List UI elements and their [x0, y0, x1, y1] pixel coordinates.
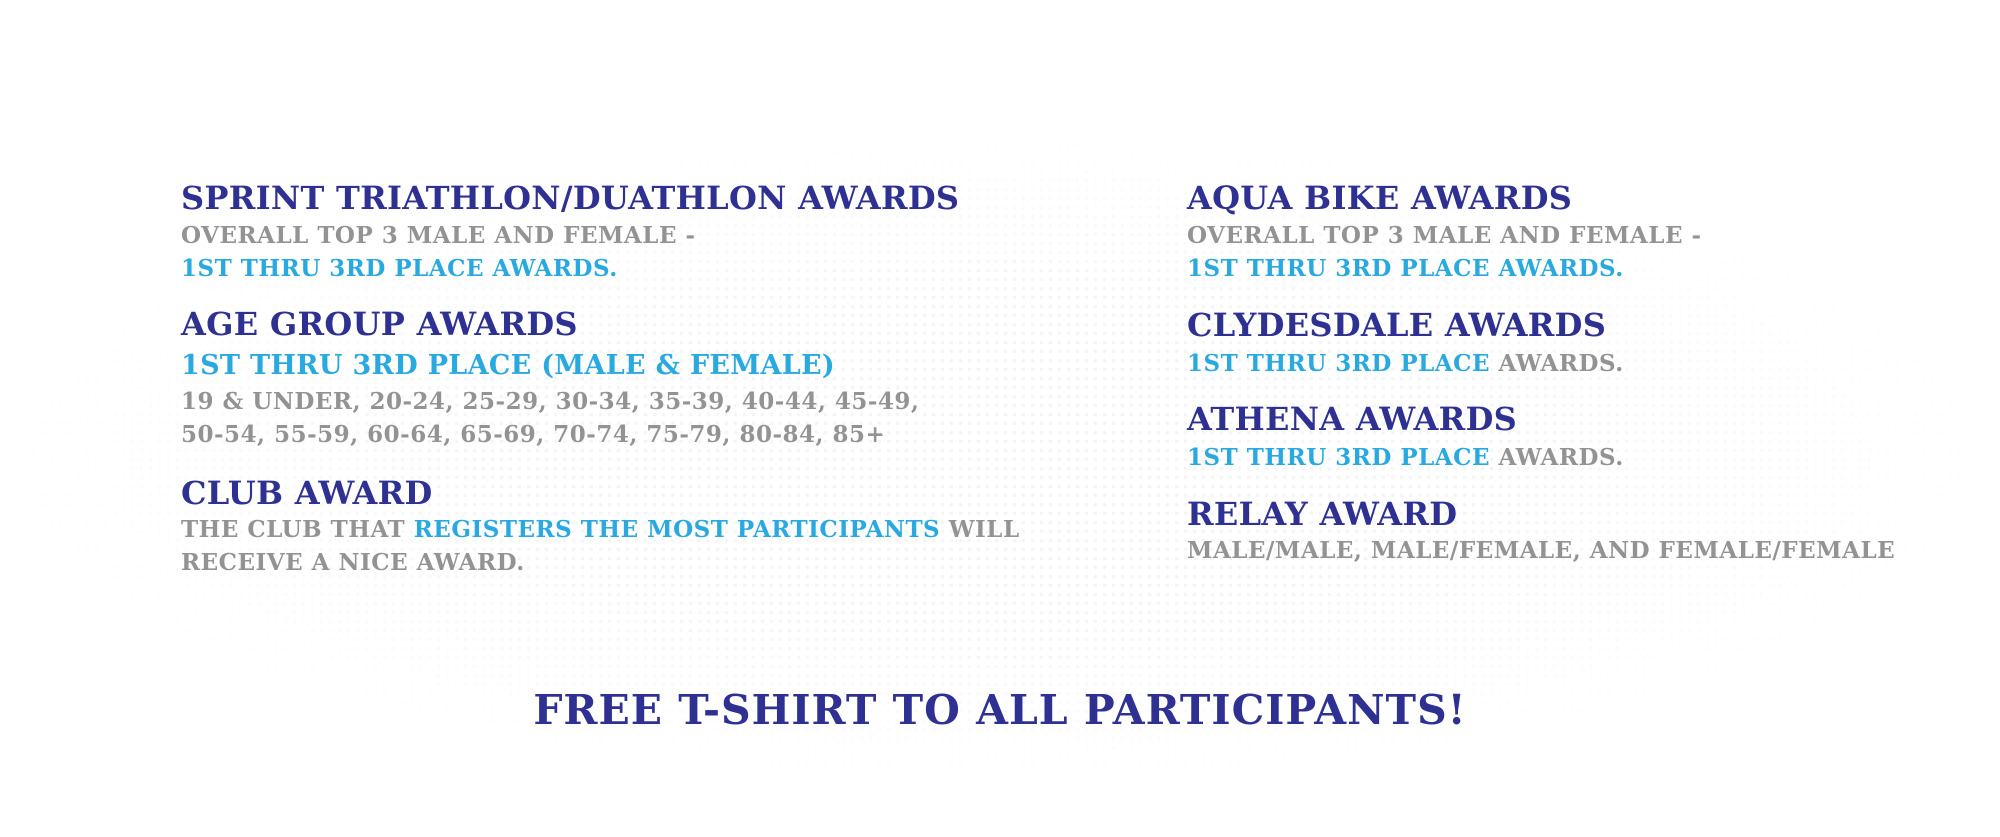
athena-awards-suffix: AWARDS.: [1498, 444, 1624, 471]
aqua-bike-overall-line: OVERALL TOP 3 MALE AND FEMALE -: [1187, 222, 1702, 249]
athena-awards-section: ATHENA AWARDS 1ST THRU 3RD PLACE AWARDS.: [1187, 399, 1624, 474]
relay-award-heading: RELAY AWARD: [1187, 495, 1458, 533]
club-award-text-highlight: REGISTERS THE MOST PARTICIPANTS: [413, 516, 941, 543]
sprint-awards-section: SPRINT TRIATHLON/DUATHLON AWARDS OVERALL…: [181, 178, 959, 285]
relay-award-section: RELAY AWARD MALE/MALE, MALE/FEMALE, AND …: [1187, 494, 1895, 567]
clydesdale-awards-suffix: AWARDS.: [1498, 350, 1624, 377]
clydesdale-awards-text: 1ST THRU 3RD PLACE AWARDS.: [1187, 347, 1624, 380]
age-group-awards-subheading: 1ST THRU 3RD PLACE (MALE & FEMALE): [181, 350, 835, 381]
age-group-ranges-line-2: 50-54, 55-59, 60-64, 65-69, 70-74, 75-79…: [181, 421, 886, 448]
club-award-text-line-1: THE CLUB THAT REGISTERS THE MOST PARTICI…: [181, 513, 1020, 546]
dotted-background-texture: [20, 140, 1980, 780]
aqua-bike-places-line: 1ST THRU 3RD PLACE AWARDS.: [1187, 255, 1624, 282]
athena-awards-heading: ATHENA AWARDS: [1187, 400, 1518, 438]
aqua-bike-awards-section: AQUA BIKE AWARDS OVERALL TOP 3 MALE AND …: [1187, 178, 1702, 285]
clydesdale-awards-heading: CLYDESDALE AWARDS: [1187, 306, 1607, 344]
club-award-text-line-2: RECEIVE A NICE AWARD.: [181, 549, 525, 576]
sprint-awards-overall-line: OVERALL TOP 3 MALE AND FEMALE -: [181, 222, 696, 249]
age-group-ranges-line-1: 19 & UNDER, 20-24, 25-29, 30-34, 35-39, …: [181, 388, 920, 415]
clydesdale-awards-highlight: 1ST THRU 3RD PLACE: [1187, 350, 1490, 377]
sprint-awards-places-line: 1ST THRU 3RD PLACE AWARDS.: [181, 255, 618, 282]
athena-awards-text: 1ST THRU 3RD PLACE AWARDS.: [1187, 441, 1624, 474]
aqua-bike-awards-heading: AQUA BIKE AWARDS: [1187, 179, 1573, 217]
clydesdale-awards-section: CLYDESDALE AWARDS 1ST THRU 3RD PLACE AWA…: [1187, 305, 1624, 380]
age-group-awards-heading: AGE GROUP AWARDS: [181, 305, 578, 343]
athena-awards-highlight: 1ST THRU 3RD PLACE: [1187, 444, 1490, 471]
age-group-awards-section: AGE GROUP AWARDS 1ST THRU 3RD PLACE (MAL…: [181, 304, 919, 451]
club-award-text-suffix: WILL: [948, 516, 1020, 543]
club-award-heading: CLUB AWARD: [181, 474, 433, 512]
club-award-section: CLUB AWARD THE CLUB THAT REGISTERS THE M…: [181, 473, 1020, 579]
sprint-awards-heading: SPRINT TRIATHLON/DUATHLON AWARDS: [181, 179, 960, 217]
relay-award-categories: MALE/MALE, MALE/FEMALE, AND FEMALE/FEMAL…: [1187, 537, 1896, 564]
free-tshirt-banner: FREE T-SHIRT TO ALL PARTICIPANTS!: [533, 686, 1467, 734]
club-award-text-prefix: THE CLUB THAT: [181, 516, 406, 543]
